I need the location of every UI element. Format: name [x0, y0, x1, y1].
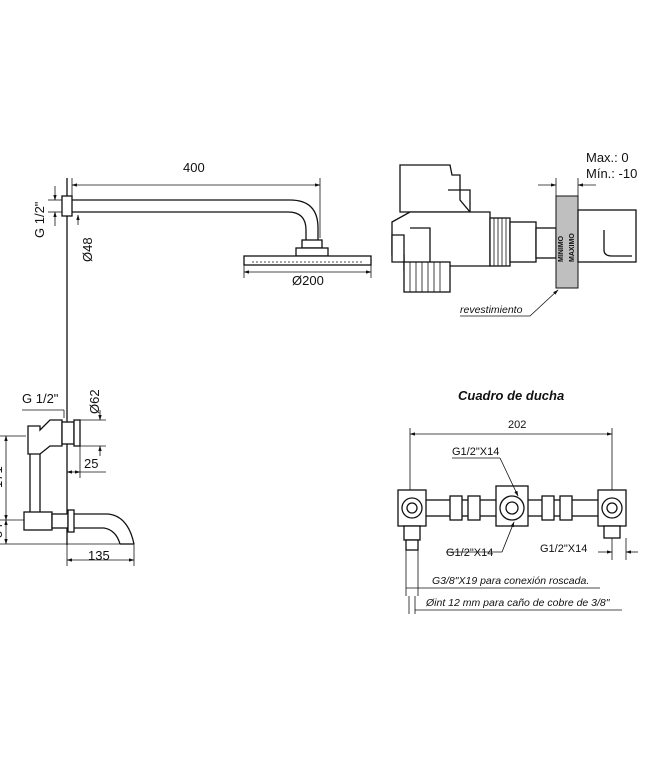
box-thread-bottom-right-label: G1/2"X14: [540, 543, 587, 555]
arm-thread-label: G 1/2": [32, 201, 47, 238]
valve-min-marking: MINIMO: [558, 235, 565, 262]
head-diameter-label: Ø200: [292, 273, 324, 288]
spout-height-label: 54: [0, 524, 5, 538]
shower-box-pipes: [419, 495, 603, 521]
mixer-thread-label: G 1/2": [22, 391, 59, 406]
pipe-note: Øint 12 mm para caño de cobre de 3/8": [425, 597, 611, 609]
shower-box-title: Cuadro de ducha: [458, 388, 564, 403]
valve-body: [391, 164, 557, 293]
shower-box-center-valve: [495, 485, 529, 527]
valve-max-marking: MAXIMO: [569, 233, 576, 262]
connection-note: G3/8"X19 para conexión roscada.: [432, 575, 589, 587]
arm-diameter-label: Ø48: [80, 237, 95, 262]
mixer-height-label: 171: [0, 466, 5, 488]
mixer-body: [23, 419, 135, 545]
box-thread-bottom-left-label: G1/2"X14: [446, 547, 493, 559]
box-thread-top-label: G1/2"X14: [452, 446, 499, 458]
valve-min-label: Mín.: -10: [586, 166, 637, 181]
arm-length-label: 400: [183, 160, 205, 175]
valve-escutcheon: [577, 209, 637, 263]
valve-max-label: Max.: 0: [586, 150, 629, 165]
covering-label: revestimiento: [460, 304, 523, 316]
shower-head: [243, 255, 372, 266]
mixer-diameter-label: Ø62: [87, 389, 102, 414]
mixer-depth-label: 25: [84, 456, 98, 471]
box-width-label: 202: [508, 419, 526, 431]
shower-arm: [61, 195, 329, 257]
spout-length-label: 135: [88, 548, 110, 563]
shower-box-right-valve: [597, 489, 627, 539]
shower-box-left-valve: [397, 489, 427, 551]
